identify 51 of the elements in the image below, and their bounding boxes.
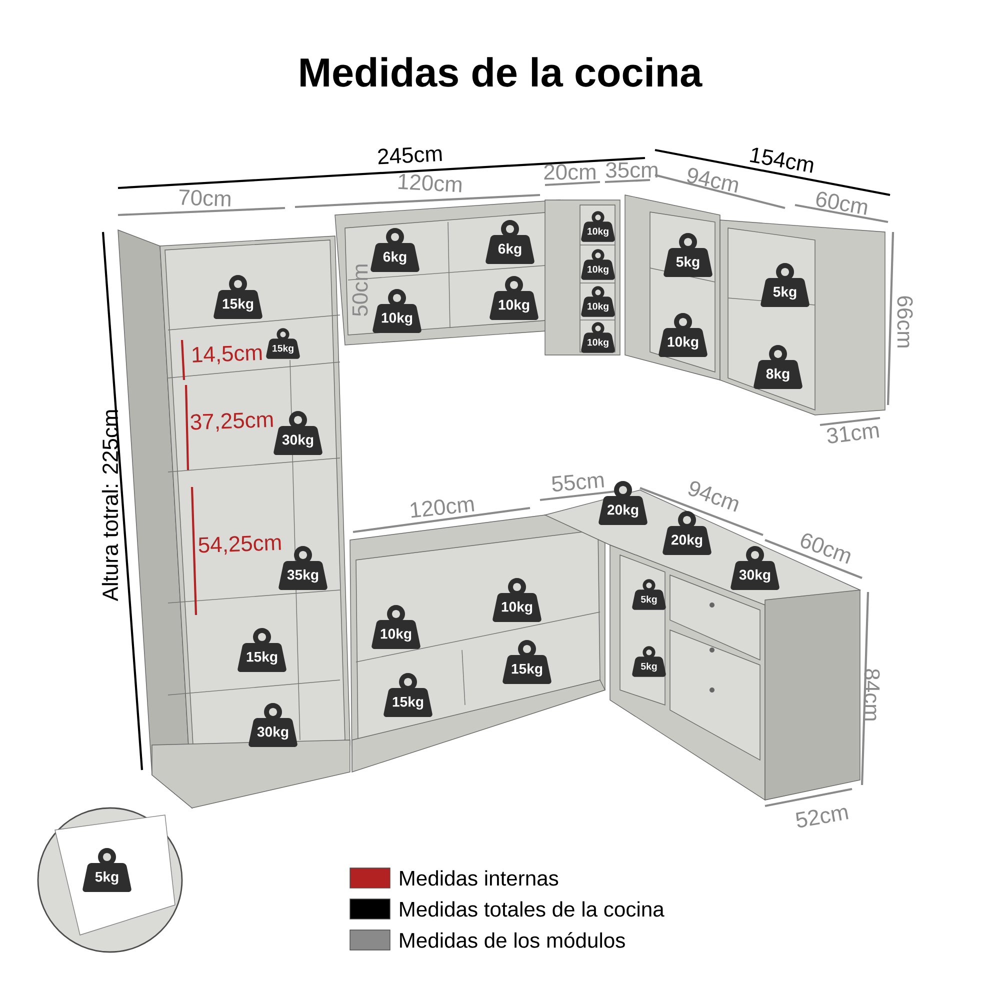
weight-label: 10kg xyxy=(588,338,608,348)
dimension-label: 50cm xyxy=(352,264,368,316)
weight-label: 10kg xyxy=(380,628,412,642)
weight-label: 10kg xyxy=(498,299,530,313)
weight-label: 10kg xyxy=(668,336,698,350)
weight-label: 30kg xyxy=(739,569,770,583)
dimension-label: 66cm xyxy=(897,296,913,348)
weight-label: 15kg xyxy=(512,663,542,677)
weight-label: 10kg xyxy=(588,302,608,312)
dimension-label: 94cm xyxy=(687,168,738,193)
title: Medidas de la cocina xyxy=(300,57,702,87)
dimension-label: 31cm xyxy=(827,426,880,444)
dimension-label: 60cm xyxy=(800,533,850,564)
legend-label: Medidas internas xyxy=(400,870,558,886)
weight-label: 5kg xyxy=(773,286,796,300)
weight-label: 20kg xyxy=(671,534,702,548)
dimension-label: 55cm xyxy=(552,474,604,492)
weight-label: 10kg xyxy=(588,266,608,275)
weight-label: 15kg xyxy=(392,696,424,710)
weight-label: 35kg xyxy=(287,569,318,583)
weight-label: 10kg xyxy=(588,228,608,237)
dimension-label: 20cm xyxy=(544,164,596,180)
weight-label: 6kg xyxy=(498,243,522,257)
dimension-label: 35cm xyxy=(606,162,658,178)
weight-label: 15kg xyxy=(222,298,254,312)
dimension-label: 60cm xyxy=(816,192,868,215)
dimension-label: 245cm xyxy=(378,147,442,164)
weight-label: 30kg xyxy=(282,434,314,448)
weight-label: 30kg xyxy=(257,726,288,740)
dimension-label: 14,5cm xyxy=(192,346,262,364)
dimension-label: 154cm xyxy=(750,148,814,173)
weight-label: 10kg xyxy=(502,601,532,615)
weight-label: 5kg xyxy=(676,256,700,270)
dimension-label: 54,25cm xyxy=(198,536,281,555)
dimension-label: 120cm xyxy=(398,174,462,192)
weight-label: 5kg xyxy=(641,662,657,672)
dimension-label: 70cm xyxy=(180,190,230,206)
legend-label: Medidas totales de la cocina xyxy=(400,901,664,917)
weight-label: 5kg xyxy=(641,596,657,605)
weight-label: 10kg xyxy=(382,312,412,326)
weight-label: 20kg xyxy=(607,504,638,518)
dimension-label: 52cm xyxy=(796,808,848,828)
dimension-label: 37,25cm xyxy=(190,412,273,432)
weight-label: 5kg xyxy=(95,871,118,885)
legend-label: Medidas de los módulos xyxy=(400,932,625,948)
dimension-label: 94cm xyxy=(688,481,738,512)
weight-label: 15kg xyxy=(272,344,294,354)
dimension-label: 120cm xyxy=(410,500,474,518)
weight-label: 6kg xyxy=(383,251,406,265)
weight-label: 8kg xyxy=(766,368,790,382)
weight-label: 15kg xyxy=(246,651,278,665)
